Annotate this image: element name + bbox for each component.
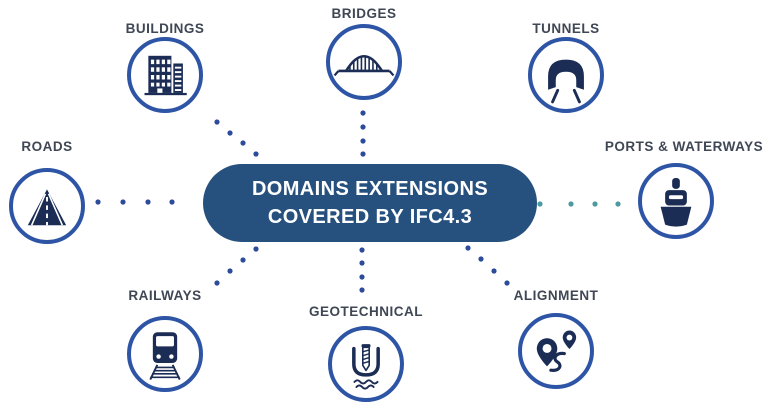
domain-label-buildings: BUILDINGS [125,21,205,36]
connector-geotechnical [359,247,365,293]
connector-railways [214,246,259,286]
domain-node-roads: ROADS [0,139,117,244]
domain-label-railways: RAILWAYS [128,288,202,303]
domain-node-tunnels: TUNNELS [496,21,636,113]
buildings-icon [127,37,203,113]
domain-label-alignment: ALIGNMENT [513,288,599,303]
connector-bridges [360,110,366,157]
domain-node-alignment: ALIGNMENT [486,288,626,389]
connector-roads [95,199,175,205]
tunnel-icon [528,37,604,113]
connector-alignment [465,245,510,286]
train-icon [127,316,203,392]
road-icon [9,168,85,244]
connector-buildings [214,119,259,157]
ship-icon [638,163,714,239]
center-pill: DOMAINS EXTENSIONS COVERED BY IFC4.3 [203,164,537,242]
domain-node-buildings: BUILDINGS [95,21,235,113]
domain-node-geotechnical: GEOTECHNICAL [294,304,438,402]
domain-label-roads: ROADS [21,139,73,154]
domain-label-ports: PORTS & WATERWAYS [604,139,764,154]
bridge-icon [326,24,402,100]
domain-label-bridges: BRIDGES [331,6,397,21]
connector-ports [537,201,621,207]
center-title-line2: COVERED BY IFC4.3 [267,206,473,228]
auger-icon [328,326,404,402]
domain-node-bridges: BRIDGES [294,6,434,100]
domain-label-tunnels: TUNNELS [532,21,600,36]
center-title-line1: DOMAINS EXTENSIONS [251,178,489,200]
domain-node-ports: PORTS & WATERWAYS [594,139,768,239]
map-pins-icon [518,313,594,389]
domain-label-geotechnical: GEOTECHNICAL [309,304,423,319]
domain-node-railways: RAILWAYS [95,288,235,392]
